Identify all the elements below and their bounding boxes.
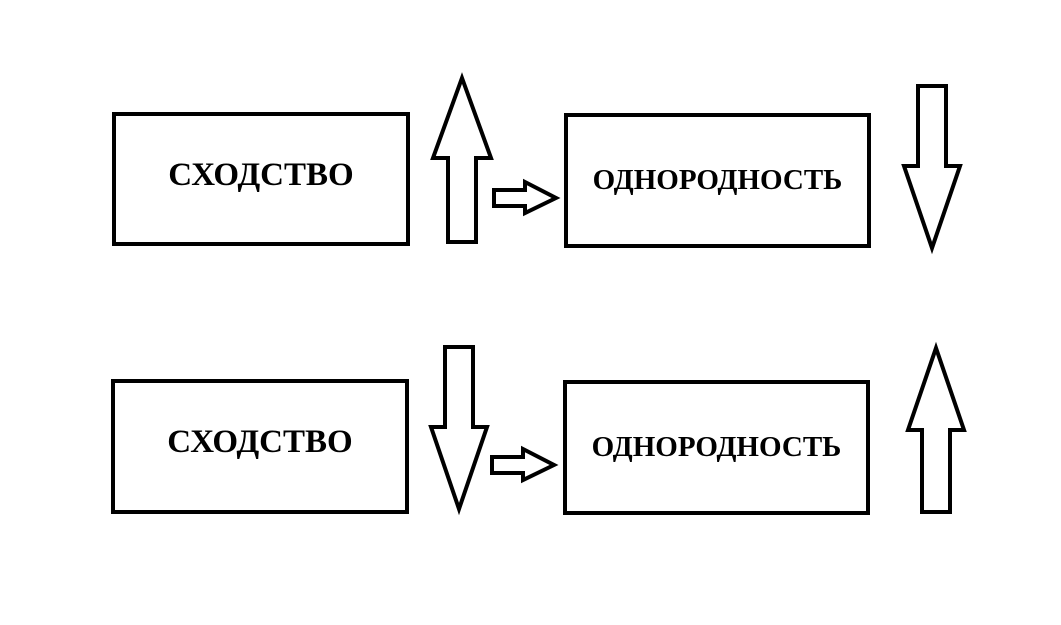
row-1-homogeneity-box: ОДНОРОДНОСТЬ bbox=[564, 113, 871, 248]
row-2-similarity-label: СХОДСТВО bbox=[167, 424, 353, 460]
row-1-down-arrow-icon bbox=[901, 84, 963, 255]
row-1-up-arrow-icon bbox=[430, 72, 494, 244]
row-1-homogeneity-label: ОДНОРОДНОСТЬ bbox=[592, 164, 843, 196]
row-2-down-arrow-icon bbox=[428, 345, 490, 516]
row-1-right-arrow-icon bbox=[492, 178, 561, 217]
row-1-similarity-box: СХОДСТВО bbox=[112, 112, 410, 246]
row-2-similarity-box: СХОДСТВО bbox=[111, 379, 409, 514]
row-2-homogeneity-label: ОДНОРОДНОСТЬ bbox=[591, 431, 842, 463]
row-2-up-arrow-icon bbox=[905, 341, 967, 514]
row-1-similarity-label: СХОДСТВО bbox=[168, 156, 354, 193]
row-2-homogeneity-box: ОДНОРОДНОСТЬ bbox=[563, 380, 870, 515]
row-2-right-arrow-icon bbox=[490, 445, 559, 484]
